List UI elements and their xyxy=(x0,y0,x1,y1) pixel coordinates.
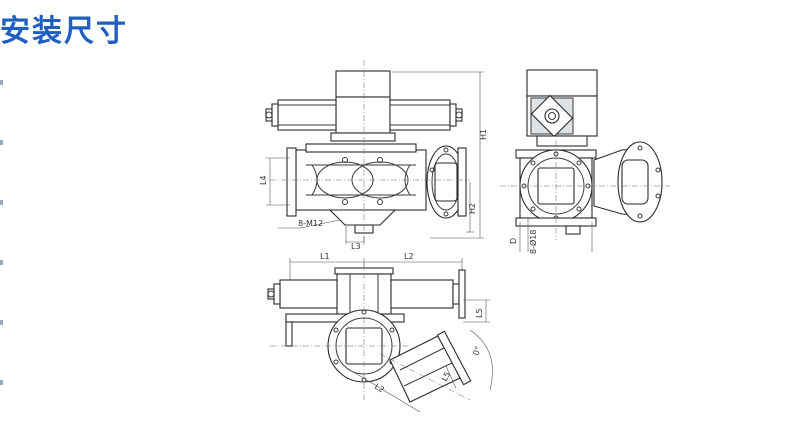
edge-mark xyxy=(0,320,3,325)
top-right-cylinder xyxy=(390,279,454,309)
bottom-outlet xyxy=(328,209,397,226)
label-H1: H1 xyxy=(479,129,488,140)
front-view: L4 H1 H2 8-M12 L3 xyxy=(259,60,488,251)
label-L2-top: L2 xyxy=(404,252,414,261)
side-view: D 8-Ø18 xyxy=(500,69,670,254)
label-L1-top: L1 xyxy=(320,252,330,261)
inlet-flange xyxy=(286,147,297,217)
label-L5-bottom: L5 xyxy=(440,370,452,383)
label-L4: L4 xyxy=(259,175,268,185)
edge-mark xyxy=(0,140,3,145)
label-hole-spec: 8-Ø18 xyxy=(528,230,538,254)
actuator-box xyxy=(335,70,391,98)
actuator-body xyxy=(335,96,391,134)
label-D: D xyxy=(509,238,518,244)
label-angle: 0° xyxy=(471,345,483,357)
edge-mark xyxy=(0,200,3,205)
actuator-base xyxy=(330,132,396,142)
edge-mark xyxy=(0,380,3,385)
motor-box xyxy=(526,69,598,97)
edge-mark xyxy=(0,80,3,85)
label-H2: H2 xyxy=(468,203,477,214)
edge-mark xyxy=(0,260,3,265)
top-left-cylinder xyxy=(279,279,338,309)
label-L2-bottom: L2 xyxy=(373,382,386,395)
label-bolt-spec: 8-M12 xyxy=(298,219,323,228)
page-title: 安装尺寸 xyxy=(0,14,128,49)
label-L5: L5 xyxy=(475,308,484,318)
label-L3: L3 xyxy=(351,242,361,251)
top-view: L1 L2 xyxy=(267,252,493,413)
